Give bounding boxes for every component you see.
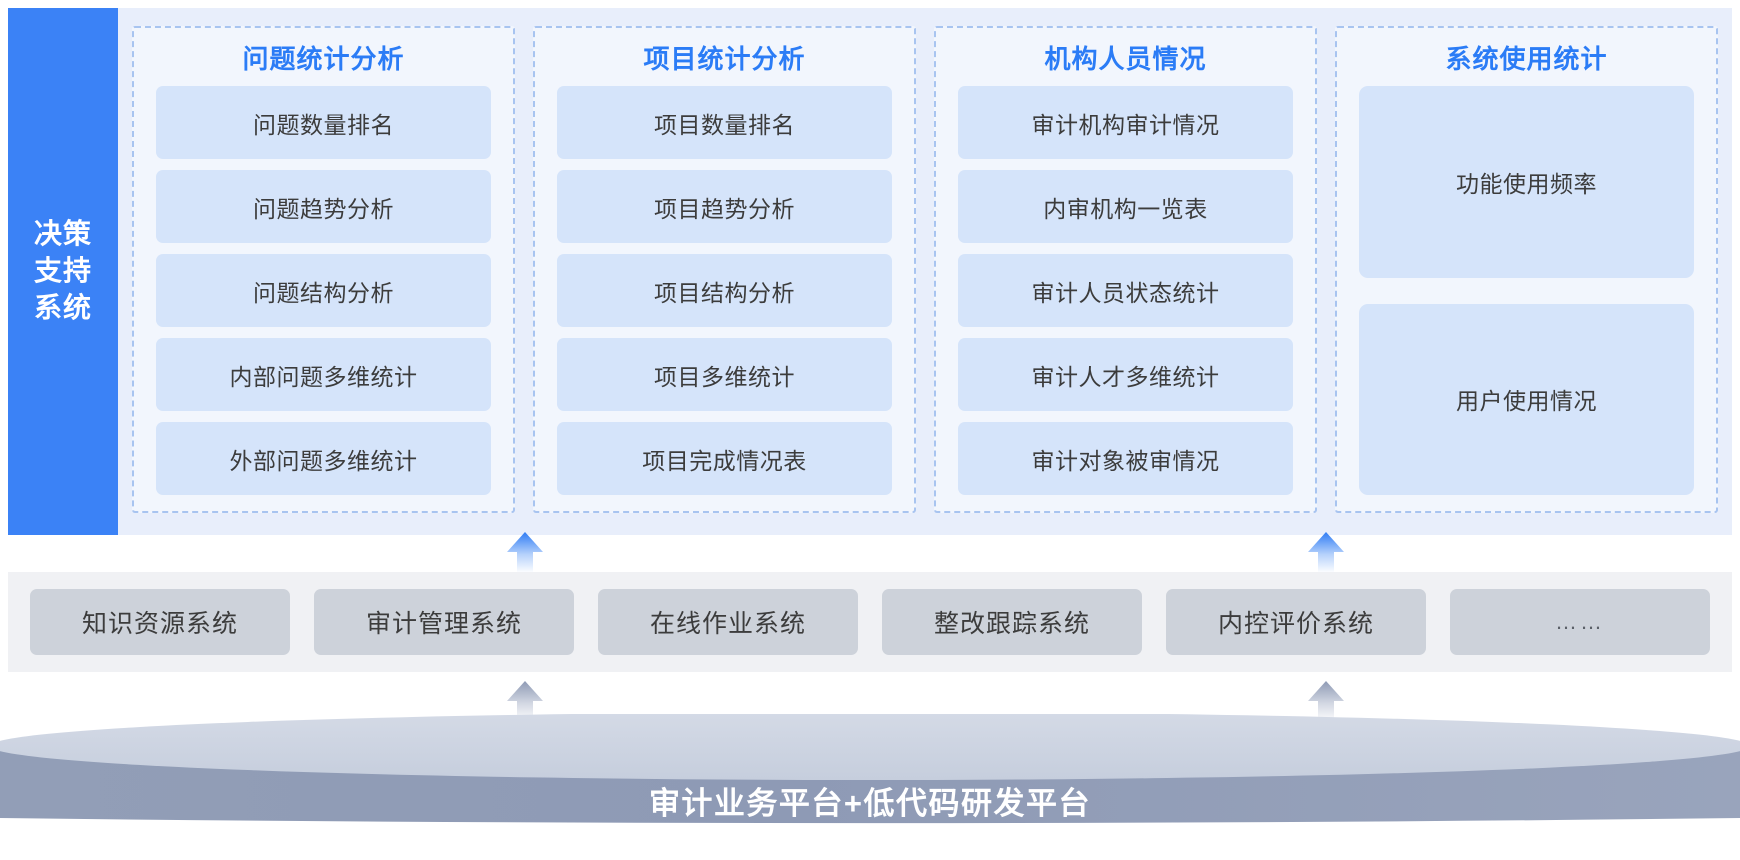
group-title: 项目统计分析	[643, 44, 806, 74]
decision-support-section: 决策支持系统 问题统计分析 问题数量排名 问题趋势分析 问题结构分析 内部问题多…	[8, 8, 1732, 535]
group-item[interactable]: 项目数量排名	[557, 86, 892, 159]
group-item[interactable]: 问题结构分析	[156, 254, 491, 327]
arrow-up-icon	[1306, 531, 1346, 573]
system-item-more[interactable]: ……	[1450, 589, 1710, 655]
group-item[interactable]: 内审机构一览表	[958, 170, 1293, 243]
group-item[interactable]: 审计机构审计情况	[958, 86, 1293, 159]
group-item[interactable]: 问题数量排名	[156, 86, 491, 159]
group-problem-statistics: 问题统计分析 问题数量排名 问题趋势分析 问题结构分析 内部问题多维统计 外部问…	[132, 26, 515, 513]
group-title: 机构人员情况	[1044, 44, 1207, 74]
system-item[interactable]: 审计管理系统	[314, 589, 574, 655]
decision-support-panel: 问题统计分析 问题数量排名 问题趋势分析 问题结构分析 内部问题多维统计 外部问…	[118, 8, 1732, 535]
arrow-up-icon	[1306, 680, 1346, 722]
system-item[interactable]: 知识资源系统	[30, 589, 290, 655]
group-item[interactable]: 项目完成情况表	[557, 422, 892, 495]
business-systems-bar: 知识资源系统 审计管理系统 在线作业系统 整改跟踪系统 内控评价系统 ……	[8, 572, 1732, 672]
group-item[interactable]: 审计人员状态统计	[958, 254, 1293, 327]
group-item-list: 审计机构审计情况 内审机构一览表 审计人员状态统计 审计人才多维统计 审计对象被…	[958, 86, 1293, 495]
group-item[interactable]: 项目趋势分析	[557, 170, 892, 243]
group-system-usage-statistics: 系统使用统计 功能使用频率 用户使用情况	[1335, 26, 1718, 513]
group-organization-personnel: 机构人员情况 审计机构审计情况 内审机构一览表 审计人员状态统计 审计人才多维统…	[934, 26, 1317, 513]
group-item[interactable]: 外部问题多维统计	[156, 422, 491, 495]
group-item[interactable]: 项目结构分析	[557, 254, 892, 327]
group-item[interactable]: 功能使用频率	[1359, 86, 1694, 278]
system-item[interactable]: 内控评价系统	[1166, 589, 1426, 655]
group-item-list: 功能使用频率 用户使用情况	[1359, 86, 1694, 495]
arrow-up-icon	[505, 531, 545, 573]
group-item-list: 问题数量排名 问题趋势分析 问题结构分析 内部问题多维统计 外部问题多维统计	[156, 86, 491, 495]
group-item[interactable]: 内部问题多维统计	[156, 338, 491, 411]
group-title: 问题统计分析	[242, 44, 405, 74]
decision-support-sidebar-label: 决策支持系统	[33, 218, 92, 323]
group-item[interactable]: 项目多维统计	[557, 338, 892, 411]
platform-cylinder: 审计业务平台+低代码研发平台	[0, 714, 1740, 860]
group-title: 系统使用统计	[1445, 44, 1608, 74]
group-item[interactable]: 用户使用情况	[1359, 303, 1694, 495]
group-item[interactable]: 问题趋势分析	[156, 170, 491, 243]
group-item-list: 项目数量排名 项目趋势分析 项目结构分析 项目多维统计 项目完成情况表	[557, 86, 892, 495]
group-project-statistics: 项目统计分析 项目数量排名 项目趋势分析 项目结构分析 项目多维统计 项目完成情…	[533, 26, 916, 513]
group-item[interactable]: 审计人才多维统计	[958, 338, 1293, 411]
system-item[interactable]: 整改跟踪系统	[882, 589, 1142, 655]
group-item[interactable]: 审计对象被审情况	[958, 422, 1293, 495]
system-item[interactable]: 在线作业系统	[598, 589, 858, 655]
decision-support-sidebar: 决策支持系统	[8, 8, 118, 535]
arrow-up-icon	[505, 680, 545, 722]
